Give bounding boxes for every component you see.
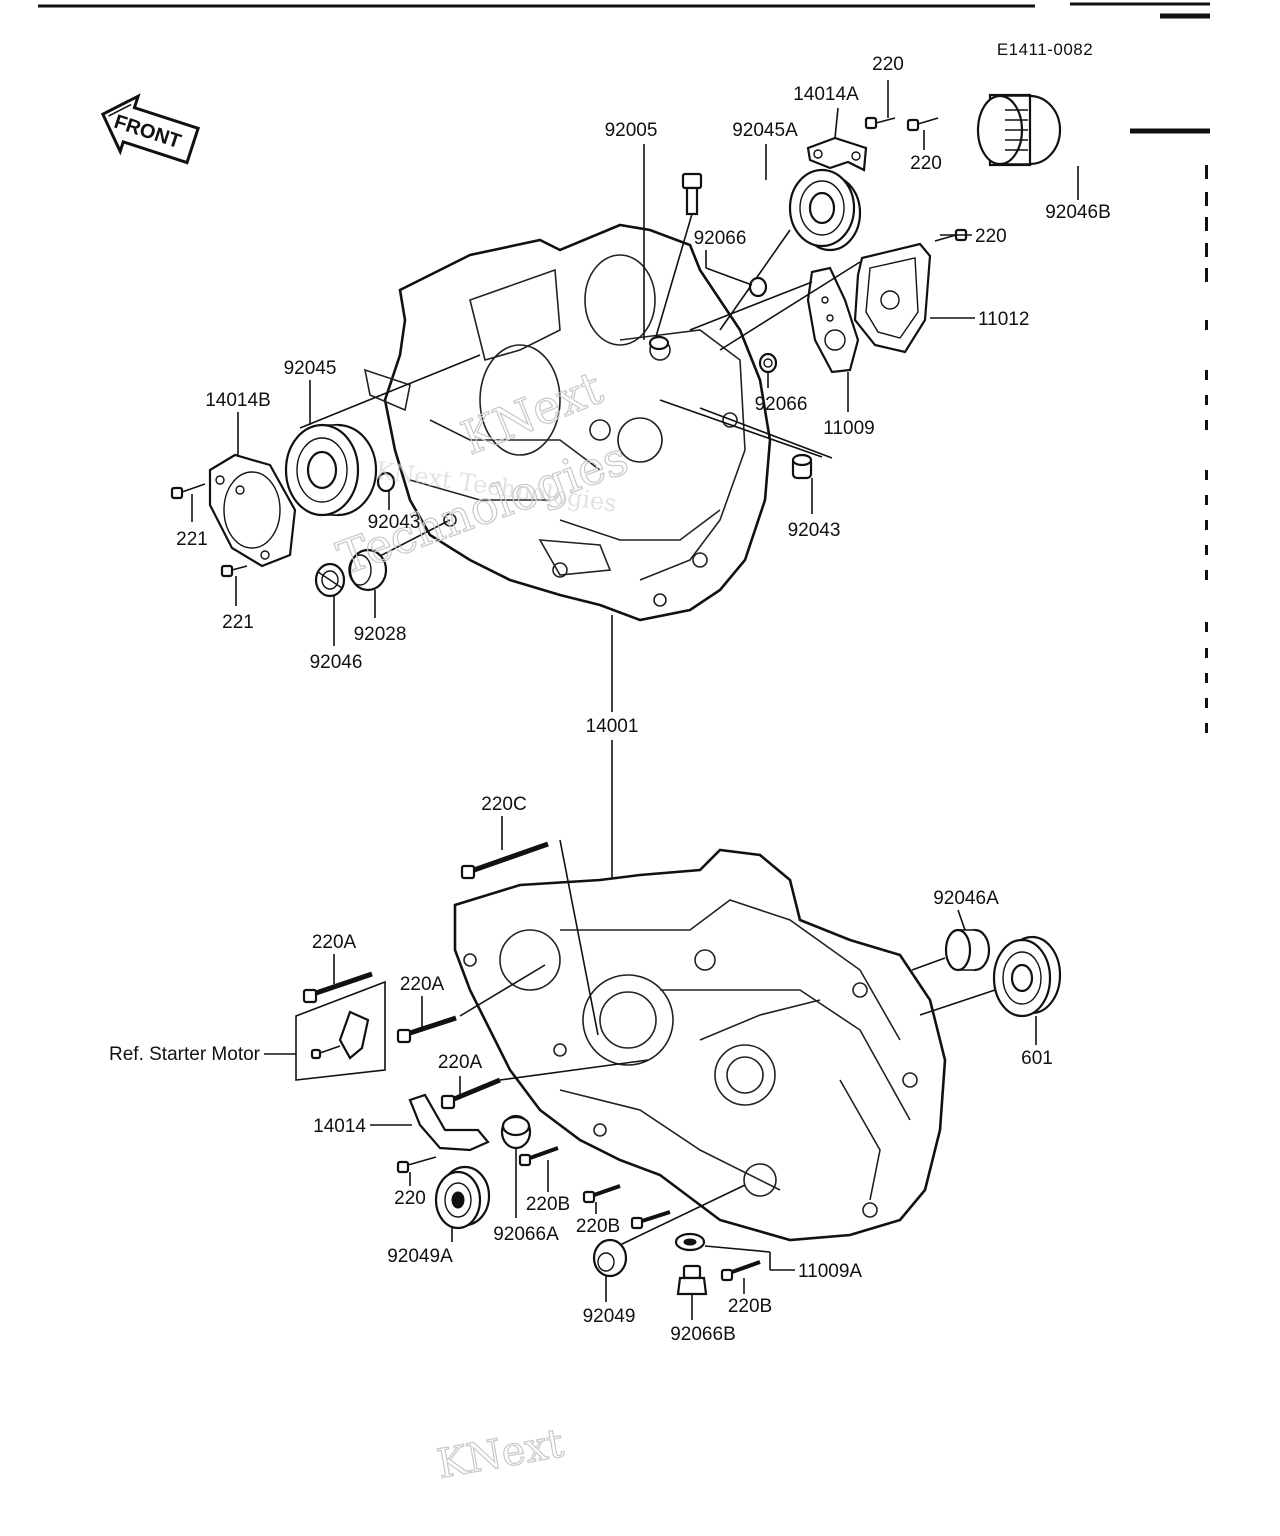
part-92046A-needle bbox=[911, 928, 991, 972]
part-92049A-seal bbox=[434, 1165, 491, 1230]
label-220B-b: 220B bbox=[576, 1216, 620, 1237]
part-11012-cover bbox=[853, 242, 932, 354]
upper-crankcase bbox=[363, 223, 772, 622]
label-220-bottom: 220 bbox=[394, 1188, 426, 1209]
page-top-rules bbox=[38, 2, 1210, 134]
part-601-bearing bbox=[919, 935, 1062, 1018]
part-14014B-plate bbox=[208, 453, 297, 568]
part-92066-dowels bbox=[748, 276, 778, 374]
part-92066B-plug bbox=[676, 1264, 708, 1296]
part-14014-bracket bbox=[370, 1093, 490, 1152]
label-92066-top: 92066 bbox=[694, 228, 747, 249]
front-arrow-icon: FRONT bbox=[100, 93, 201, 165]
label-601: 601 bbox=[1021, 1048, 1053, 1069]
label-92046B: 92046B bbox=[1045, 202, 1111, 223]
watermark-line-4: KNext bbox=[434, 1420, 567, 1487]
label-14014A: 14014A bbox=[793, 84, 859, 105]
label-14014: 14014 bbox=[313, 1116, 366, 1137]
diagram-code: E1411-0082 bbox=[997, 40, 1093, 59]
label-92045A: 92045A bbox=[732, 120, 798, 141]
part-220C-bolt bbox=[460, 839, 599, 1036]
part-92045-bearing bbox=[284, 354, 481, 517]
part-14014A-bracket bbox=[806, 136, 868, 172]
label-220-right: 220 bbox=[975, 226, 1007, 247]
starter-motor-reference-box bbox=[264, 980, 386, 1081]
label-220A-a: 220A bbox=[312, 932, 357, 953]
part-92046-needle bbox=[314, 562, 346, 598]
label-220A-c: 220A bbox=[438, 1052, 483, 1073]
part-92046B-bearing bbox=[976, 93, 1062, 167]
right-margin-fragments bbox=[1205, 165, 1208, 733]
part-220-screws-top bbox=[864, 116, 939, 132]
label-221-a: 221 bbox=[176, 529, 208, 550]
part-220B-screws bbox=[518, 1146, 761, 1282]
label-92043-right: 92043 bbox=[788, 520, 841, 541]
part-220A-bolts bbox=[302, 964, 649, 1110]
label-92049A: 92049A bbox=[387, 1246, 453, 1267]
label-11009: 11009 bbox=[823, 418, 874, 439]
label-92046A: 92046A bbox=[933, 888, 999, 909]
part-92045A-bearing bbox=[719, 168, 862, 331]
label-92049: 92049 bbox=[583, 1306, 636, 1327]
label-220A-b: 220A bbox=[400, 974, 445, 995]
label-220-top-2: 220 bbox=[910, 153, 942, 174]
part-92043-right bbox=[659, 399, 833, 480]
label-ref-starter-motor: Ref. Starter Motor bbox=[109, 1044, 261, 1065]
label-220-top: 220 bbox=[872, 54, 904, 75]
lower-crankcase bbox=[453, 848, 947, 1242]
label-220C: 220C bbox=[481, 794, 526, 815]
label-14001: 14001 bbox=[586, 716, 639, 737]
part-11009A-washer bbox=[674, 1232, 795, 1271]
part-11009-gasket bbox=[689, 261, 861, 374]
label-14014B: 14014B bbox=[205, 390, 271, 411]
part-92028-collar bbox=[348, 519, 451, 592]
label-220B-c: 220B bbox=[728, 1296, 772, 1317]
label-11009A: 11009A bbox=[798, 1261, 862, 1282]
label-221-b: 221 bbox=[222, 612, 254, 633]
label-92028: 92028 bbox=[354, 624, 407, 645]
part-92049-seal bbox=[592, 1184, 746, 1278]
label-11012: 11012 bbox=[978, 309, 1029, 330]
label-92066B: 92066B bbox=[670, 1324, 736, 1345]
label-92066-mid: 92066 bbox=[755, 394, 808, 415]
leader-lines bbox=[191, 80, 1079, 1320]
label-92045: 92045 bbox=[284, 358, 337, 379]
part-labels: 92005 92045A 14014A 220 220 92046B 220 9… bbox=[109, 54, 1111, 1345]
part-92043-left bbox=[376, 471, 396, 493]
part-92005 bbox=[648, 172, 703, 351]
label-92043-left: 92043 bbox=[368, 512, 421, 533]
part-221-screws bbox=[170, 483, 248, 578]
label-220B-a: 220B bbox=[526, 1194, 570, 1215]
label-92005: 92005 bbox=[605, 120, 658, 141]
label-92046: 92046 bbox=[310, 652, 363, 673]
part-92066A-dowel bbox=[500, 1114, 532, 1218]
part-220-screw-bottom bbox=[396, 1156, 437, 1174]
label-92066A: 92066A bbox=[493, 1224, 559, 1245]
